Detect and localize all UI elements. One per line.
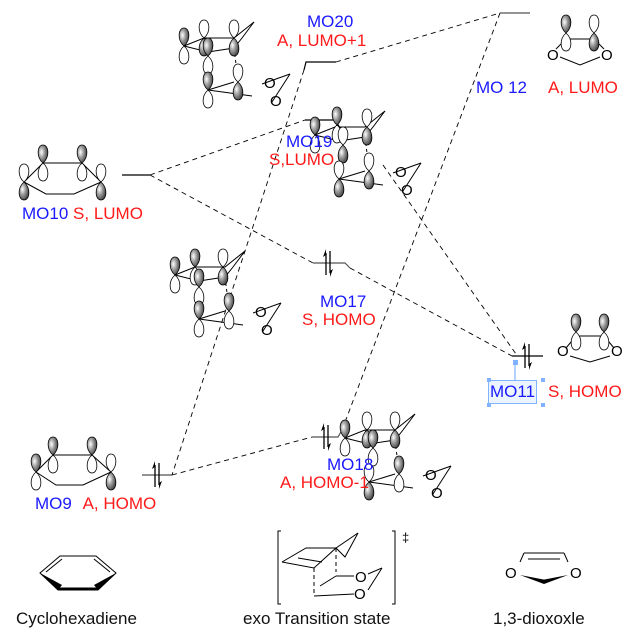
oxygen-atom: O	[401, 182, 413, 199]
mo11-number-label[interactable]: MO11	[487, 380, 538, 404]
mo9-label: MO9 A, HOMO	[35, 495, 156, 513]
p-orbital	[30, 453, 42, 491]
mo11-symmetry-label: S, HOMO	[548, 382, 622, 401]
mo10-number-label: MO10	[22, 204, 69, 223]
dioxole-structure: O O	[505, 552, 582, 584]
level-mo17	[313, 262, 351, 269]
mo9-number-label: MO9	[35, 494, 72, 513]
selection-handles[interactable]	[487, 360, 545, 407]
corr-mo10-mo17	[149, 174, 314, 264]
ts-mo20-drawing: O O	[178, 19, 291, 110]
dioxole-mo11-drawing: O O	[557, 313, 623, 363]
mo19-symmetry-label: S,LUMO	[269, 150, 335, 169]
corr-mo20-mo9	[171, 69, 305, 476]
oxygen-atom: O	[557, 343, 569, 360]
cyclohexadiene-structure	[39, 555, 117, 591]
corr-mo12-mo18	[341, 12, 501, 431]
mo10-label: MO10 S, LUMO	[22, 205, 143, 223]
mo18-symmetry-label: A, HOMO-1	[280, 473, 369, 492]
p-orbital	[18, 163, 30, 201]
mo19-number-label: MO19	[286, 132, 333, 151]
mo20-number-label: MO20	[307, 12, 354, 31]
oxygen-atom: O	[264, 75, 276, 92]
oxygen-atom: O	[354, 586, 366, 603]
mo9-symmetry-label: A, HOMO	[82, 494, 157, 513]
mo10-symmetry-label: S, LUMO	[73, 204, 143, 223]
oxygen-atom: O	[570, 565, 582, 582]
mo20-symmetry-label: A, LUMO+1	[277, 31, 367, 50]
corr-mo17-mo11	[349, 267, 513, 357]
mo17-number-label: MO17	[320, 292, 367, 311]
p-orbital	[95, 163, 107, 201]
corr-mo20-mo12	[335, 12, 501, 63]
oxygen-atom: O	[261, 322, 273, 339]
mo12-symmetry-label: A, LUMO	[548, 78, 618, 97]
correlation-lines	[149, 12, 517, 476]
dioxole-mo12-drawing: O O	[547, 14, 613, 66]
caption-dioxole: 1,3-dioxoxle	[493, 609, 585, 628]
oxygen-atom: O	[425, 467, 437, 484]
corr-mo9-mo18	[171, 436, 313, 476]
oxygen-atom: O	[505, 565, 517, 582]
oxygen-atom: O	[611, 343, 623, 360]
mo18-number-label: MO18	[327, 455, 374, 474]
transition-state-symbol: ‡	[402, 530, 409, 545]
oxygen-atom: O	[355, 569, 367, 586]
caption-cyclohexadiene: Cyclohexadiene	[16, 609, 137, 628]
mo17-symmetry-label: S, HOMO	[302, 310, 376, 329]
corr-mo10-mo19	[149, 119, 306, 176]
oxygen-atom: O	[270, 93, 282, 110]
oxygen-atom: O	[431, 485, 443, 502]
ts-mo19-drawing: O O	[309, 106, 422, 199]
level-mo20	[303, 61, 336, 71]
oxygen-atom: O	[395, 164, 407, 181]
level-mo18	[312, 429, 343, 438]
mo12-number-label: MO 12	[476, 78, 528, 97]
ts-mo17-drawing: O O	[169, 248, 282, 339]
ts-mo18-drawing: O O	[339, 411, 452, 502]
exo-ts-structure: O O ‡	[277, 530, 409, 605]
corr-mo19-mo11	[382, 164, 517, 355]
oxygen-atom: O	[255, 304, 267, 321]
cyclohexadiene-mo9-drawing	[30, 436, 117, 491]
oxygen-atom: O	[601, 47, 613, 64]
oxygen-atom: O	[547, 47, 559, 64]
cyclohexadiene-mo10-drawing	[18, 144, 107, 201]
p-orbital	[105, 453, 117, 491]
caption-exo-transition-state: exo Transition state	[243, 609, 391, 628]
